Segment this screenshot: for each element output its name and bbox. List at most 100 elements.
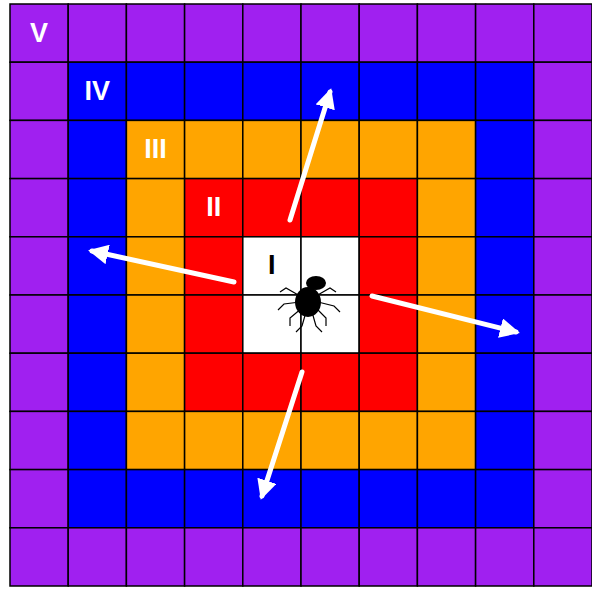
grid-cell (243, 470, 301, 528)
grid-cell (417, 120, 475, 178)
grid-cell (359, 237, 417, 295)
grid-cell (476, 237, 534, 295)
grid-cell (534, 353, 592, 411)
spider-icon (278, 276, 340, 332)
grid-cell (10, 470, 68, 528)
grid-cell (359, 120, 417, 178)
grid-cell (301, 179, 359, 237)
grid-cell (359, 4, 417, 62)
grid-cell (126, 120, 184, 178)
grid-cell (417, 470, 475, 528)
ring-band: III (185, 179, 418, 412)
grid-cell (534, 62, 592, 120)
grid-cell (476, 411, 534, 469)
grid-cell (10, 62, 68, 120)
grid-cell (185, 62, 243, 120)
grid-cell (126, 411, 184, 469)
grid-cell (126, 353, 184, 411)
grid-cell (126, 179, 184, 237)
grid-cell (534, 4, 592, 62)
grid-cell (359, 470, 417, 528)
grid-cell (68, 470, 126, 528)
grid-cell (359, 528, 417, 586)
grid-cell (10, 353, 68, 411)
ring-band: I (243, 237, 359, 353)
grid-cells (10, 4, 592, 586)
grid-cell (243, 528, 301, 586)
grid-cell (359, 353, 417, 411)
grid-cell (68, 528, 126, 586)
grid-cell (243, 120, 301, 178)
white-arrows (92, 92, 516, 496)
grid-cell (417, 295, 475, 353)
grid-cell (126, 470, 184, 528)
grid-cell (534, 237, 592, 295)
grid-cell (534, 411, 592, 469)
grid-cell (185, 411, 243, 469)
ring-band: IIIIII (126, 120, 475, 469)
grid-cell (10, 237, 68, 295)
grid-cell (68, 411, 126, 469)
grid-cell (10, 179, 68, 237)
grid-cell (185, 528, 243, 586)
grid-cell (185, 237, 243, 295)
grid-cell (534, 470, 592, 528)
grid-cell (476, 353, 534, 411)
grid-cell (417, 179, 475, 237)
grid-cell (301, 411, 359, 469)
grid-cell (476, 4, 534, 62)
grid-cell (10, 411, 68, 469)
grid-cell (126, 62, 184, 120)
grid-cell (243, 62, 301, 120)
grid-cell (301, 237, 359, 295)
grid-cell (126, 4, 184, 62)
grid-cell (301, 470, 359, 528)
ring-label: III (126, 120, 184, 178)
ring-label: II (185, 179, 243, 237)
grid-cell (185, 470, 243, 528)
grid-cell (68, 62, 126, 120)
grid-cell (243, 237, 301, 295)
grid-cell (10, 295, 68, 353)
grid-cell (185, 179, 243, 237)
grid-cell (10, 4, 68, 62)
grid-cell (476, 528, 534, 586)
grid-cell (243, 4, 301, 62)
grid-cell (417, 62, 475, 120)
grid-cell (476, 120, 534, 178)
ring-label: IV (68, 62, 126, 120)
ring-band: IVIIIIII (68, 62, 534, 528)
grid-cell (301, 528, 359, 586)
ring-band: VIVIIIIII (10, 4, 592, 586)
grid-cell (417, 411, 475, 469)
grid-cell (534, 295, 592, 353)
grid-cell (10, 528, 68, 586)
grid-cell (185, 4, 243, 62)
grid-cell (417, 4, 475, 62)
grid-cell (417, 528, 475, 586)
grid-cell (301, 4, 359, 62)
ring-label: I (243, 237, 301, 295)
grid-cell (417, 237, 475, 295)
grid-cell (243, 295, 301, 353)
grid-cell (126, 528, 184, 586)
grid-cell (476, 470, 534, 528)
grid-cell (359, 62, 417, 120)
grid-cell (476, 179, 534, 237)
grid-cell (10, 120, 68, 178)
grid-cell (359, 411, 417, 469)
grid-cell (68, 120, 126, 178)
grid-cell (68, 295, 126, 353)
grid-cell (68, 179, 126, 237)
grid-cell (68, 237, 126, 295)
ring-label: V (10, 4, 68, 62)
grid-cell (68, 353, 126, 411)
grid-cell (534, 528, 592, 586)
grid-cell (126, 295, 184, 353)
grid-cell (417, 353, 475, 411)
grid-cell (359, 179, 417, 237)
grid-cell (476, 62, 534, 120)
grid-cell (534, 179, 592, 237)
grid-cell (185, 295, 243, 353)
grid-cell (185, 353, 243, 411)
